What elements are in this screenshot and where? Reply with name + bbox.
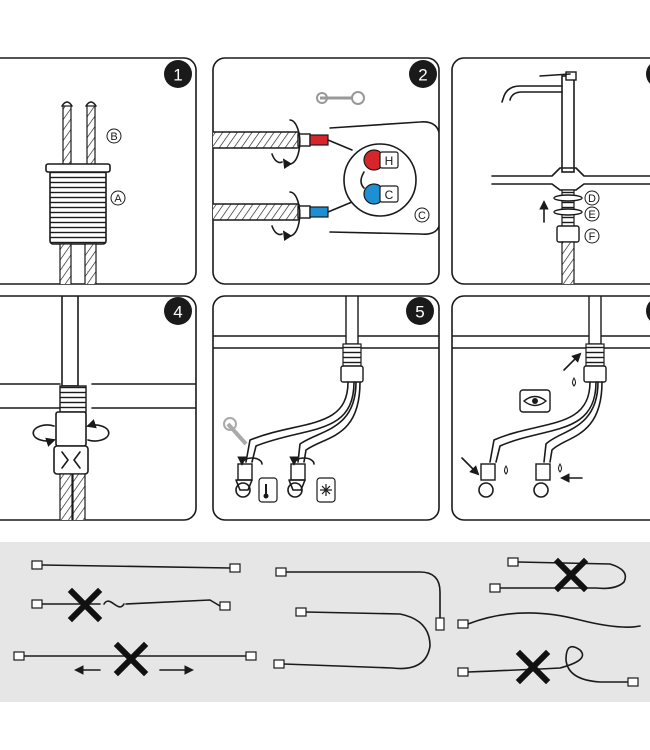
step-5-number: 5 — [415, 303, 424, 322]
step-5-panel: 5 — [212, 295, 440, 521]
step-6-badge — [646, 301, 650, 321]
step-4-badge: 4 — [164, 297, 192, 325]
hose-straight — [31, 560, 241, 573]
hose-twisted — [31, 587, 231, 623]
svg-text:C: C — [418, 210, 426, 222]
step-3-badge — [646, 64, 650, 84]
step-3-panel: D E F — [451, 57, 650, 285]
thermometer-hot-icon — [258, 477, 278, 503]
step-2-number: 2 — [418, 66, 427, 85]
hose-wide-curve — [457, 612, 641, 629]
step-4-panel: 4 — [0, 295, 197, 521]
hose-gentle-bend — [275, 567, 445, 631]
cross-icon — [515, 649, 551, 685]
step-6-panel — [451, 295, 650, 521]
eye-icon — [519, 389, 551, 413]
step-1-badge: 1 — [164, 60, 192, 88]
svg-text:E: E — [588, 209, 595, 221]
step-4-number: 4 — [173, 303, 182, 322]
label-b: B — [106, 128, 122, 144]
step-2-panel: H C 2 C — [212, 57, 440, 285]
step-1-number: 1 — [173, 66, 182, 85]
hose-handling-band — [0, 542, 650, 702]
wrench-icon — [223, 417, 248, 446]
step-2-badge: 2 — [409, 60, 437, 88]
cross-icon — [67, 587, 103, 623]
label-e: E — [584, 206, 600, 222]
hose-tight-loop — [489, 557, 627, 593]
label-d: D — [584, 190, 600, 206]
hot-valve — [235, 456, 263, 498]
hose-u-bend — [273, 607, 431, 670]
step-5-badge: 5 — [406, 297, 434, 325]
cold-label: C — [385, 188, 394, 202]
label-f: F — [584, 228, 600, 244]
cold-valve — [287, 456, 315, 498]
svg-text:A: A — [114, 193, 122, 205]
hose-coiled — [457, 645, 639, 687]
cross-icon — [113, 641, 149, 677]
snowflake-cold-icon — [316, 477, 336, 503]
svg-text:B: B — [110, 131, 117, 143]
label-c: C — [414, 207, 430, 223]
svg-text:D: D — [588, 193, 596, 205]
hot-label: H — [385, 154, 394, 168]
step-1-panel: 1 B A — [0, 57, 197, 285]
hose-stretched — [13, 641, 257, 677]
svg-text:F: F — [589, 231, 596, 243]
label-a: A — [110, 190, 126, 206]
cross-icon — [553, 557, 589, 593]
wrench-icon — [316, 91, 365, 105]
